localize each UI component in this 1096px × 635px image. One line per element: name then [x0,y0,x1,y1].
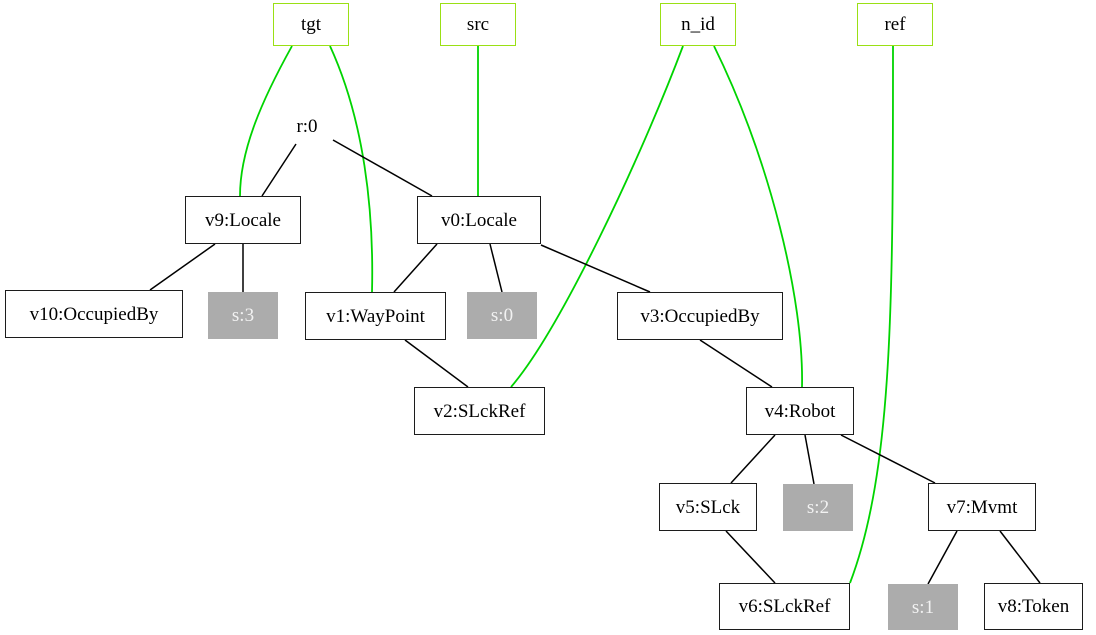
graph-node-label: v1:WayPoint [326,305,425,327]
edge-v3-v4 [699,339,773,388]
graph-node-v0[interactable]: v0:Locale [417,196,541,244]
graph-node-label: src [466,14,490,35]
graph-node-label: v9:Locale [205,209,281,231]
graph-node-v8[interactable]: v8:Token [984,583,1083,630]
edge-ref-v6 [849,45,894,584]
graph-node-s1[interactable]: s:1 [888,584,958,630]
edge-v7-s1 [927,530,958,585]
graph-node-label: v10:OccupiedBy [29,303,159,325]
graph-node-label: v3:OccupiedBy [640,305,760,327]
edge-v4-v7 [840,434,936,484]
graph-node-v6[interactable]: v6:SLckRef [719,583,850,630]
graph-node-label: v2:SLckRef [433,400,526,422]
graph-node-s3[interactable]: s:3 [208,292,278,339]
graph-node-label: r:0 [296,115,318,137]
graph-node-tgt[interactable]: tgt [273,3,349,46]
edge-v5-v6 [725,530,776,584]
edge-r0-v0 [332,139,433,197]
graph-node-label: s:1 [911,596,935,618]
graph-node-label: s:2 [806,497,830,518]
graph-node-r0[interactable]: r:0 [283,112,331,140]
edge-tgt-v9 [239,45,293,197]
edge-n_id-v2 [510,45,684,388]
edge-v0-s0 [489,243,503,293]
graph-node-label: v4:Robot [764,400,836,422]
graph-node-label: s:0 [490,305,514,326]
graph-node-v10[interactable]: v10:OccupiedBy [5,290,183,338]
graph-node-v7[interactable]: v7:Mvmt [928,483,1036,531]
graph-node-v3[interactable]: v3:OccupiedBy [617,292,783,340]
graph-node-label: v7:Mvmt [946,496,1018,518]
graph-node-ref[interactable]: ref [857,3,933,46]
graph-node-v2[interactable]: v2:SLckRef [414,387,545,435]
graph-node-label: tgt [300,14,322,35]
graph-node-v9[interactable]: v9:Locale [185,196,301,244]
edge-r0-v9 [261,143,297,197]
graph-node-label: v5:SLck [675,496,741,518]
graph-node-label: v6:SLckRef [738,596,831,617]
graph-node-s2[interactable]: s:2 [783,484,853,531]
graph-node-v1[interactable]: v1:WayPoint [305,292,446,340]
graph-node-s0[interactable]: s:0 [467,292,537,339]
graph-node-n_id[interactable]: n_id [660,3,736,46]
graph-node-v5[interactable]: v5:SLck [659,483,757,531]
graph-node-label: v8:Token [997,596,1070,617]
edge-n_id-v4 [713,45,803,388]
edge-v4-s2 [804,434,815,485]
graph-node-label: ref [884,14,906,35]
graph-node-src[interactable]: src [440,3,516,46]
edge-v0-v3 [540,244,651,293]
graph-node-label: v0:Locale [441,209,517,231]
edge-v1-v2 [404,339,469,388]
edge-v7-v8 [999,530,1041,584]
edge-tgt-v1 [329,45,374,293]
edge-v9-v10 [149,243,216,291]
graph-node-label: n_id [681,14,715,35]
edge-v4-v5 [730,434,776,484]
graph-node-label: s:3 [231,305,255,326]
graph-node-v4[interactable]: v4:Robot [746,387,854,435]
edge-v0-v1 [393,243,438,293]
